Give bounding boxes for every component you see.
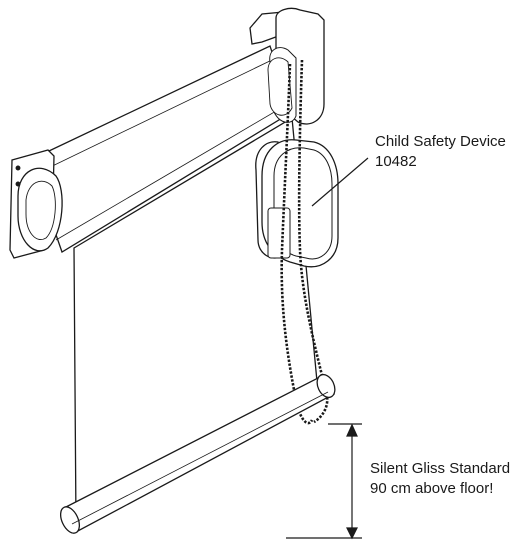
- left-screw-bottom: [15, 181, 21, 187]
- height-line1-text: Silent Gliss Standard: [370, 460, 511, 477]
- chain-strand-right: [297, 59, 329, 424]
- device-code-text: 10482: [375, 153, 417, 170]
- left-bracket: [9, 149, 63, 259]
- dimension-arrow-up: [346, 423, 358, 437]
- left-end-cap-inner: [25, 180, 56, 240]
- device-clip-lower: [267, 207, 291, 259]
- bottom-rail-end-right: [316, 373, 336, 399]
- device-name-text: Child Safety Device: [375, 133, 506, 150]
- device-label: Child Safety Device 10482: [375, 132, 506, 172]
- bottom-rail: [59, 373, 336, 534]
- chain-wheel: [267, 57, 293, 116]
- tube-shadow: [55, 103, 289, 241]
- tube-highlight: [39, 57, 277, 173]
- height-line2-text: 90 cm above floor!: [370, 480, 494, 497]
- leader-line: [311, 157, 369, 207]
- device-leader-line: [311, 157, 369, 207]
- bottom-rail-end-left: [59, 506, 81, 534]
- dimension-arrow-down: [346, 527, 358, 540]
- child-safety-device: [255, 139, 339, 268]
- bottom-rail-edge: [71, 391, 329, 525]
- height-dimension: [286, 423, 362, 540]
- height-label: Silent Gliss Standard 90 cm above floor!: [370, 459, 510, 499]
- left-screw-top: [15, 165, 21, 171]
- chain-strand-left: [280, 63, 314, 425]
- bead-chain: [280, 59, 329, 425]
- right-bracket: [249, 7, 325, 125]
